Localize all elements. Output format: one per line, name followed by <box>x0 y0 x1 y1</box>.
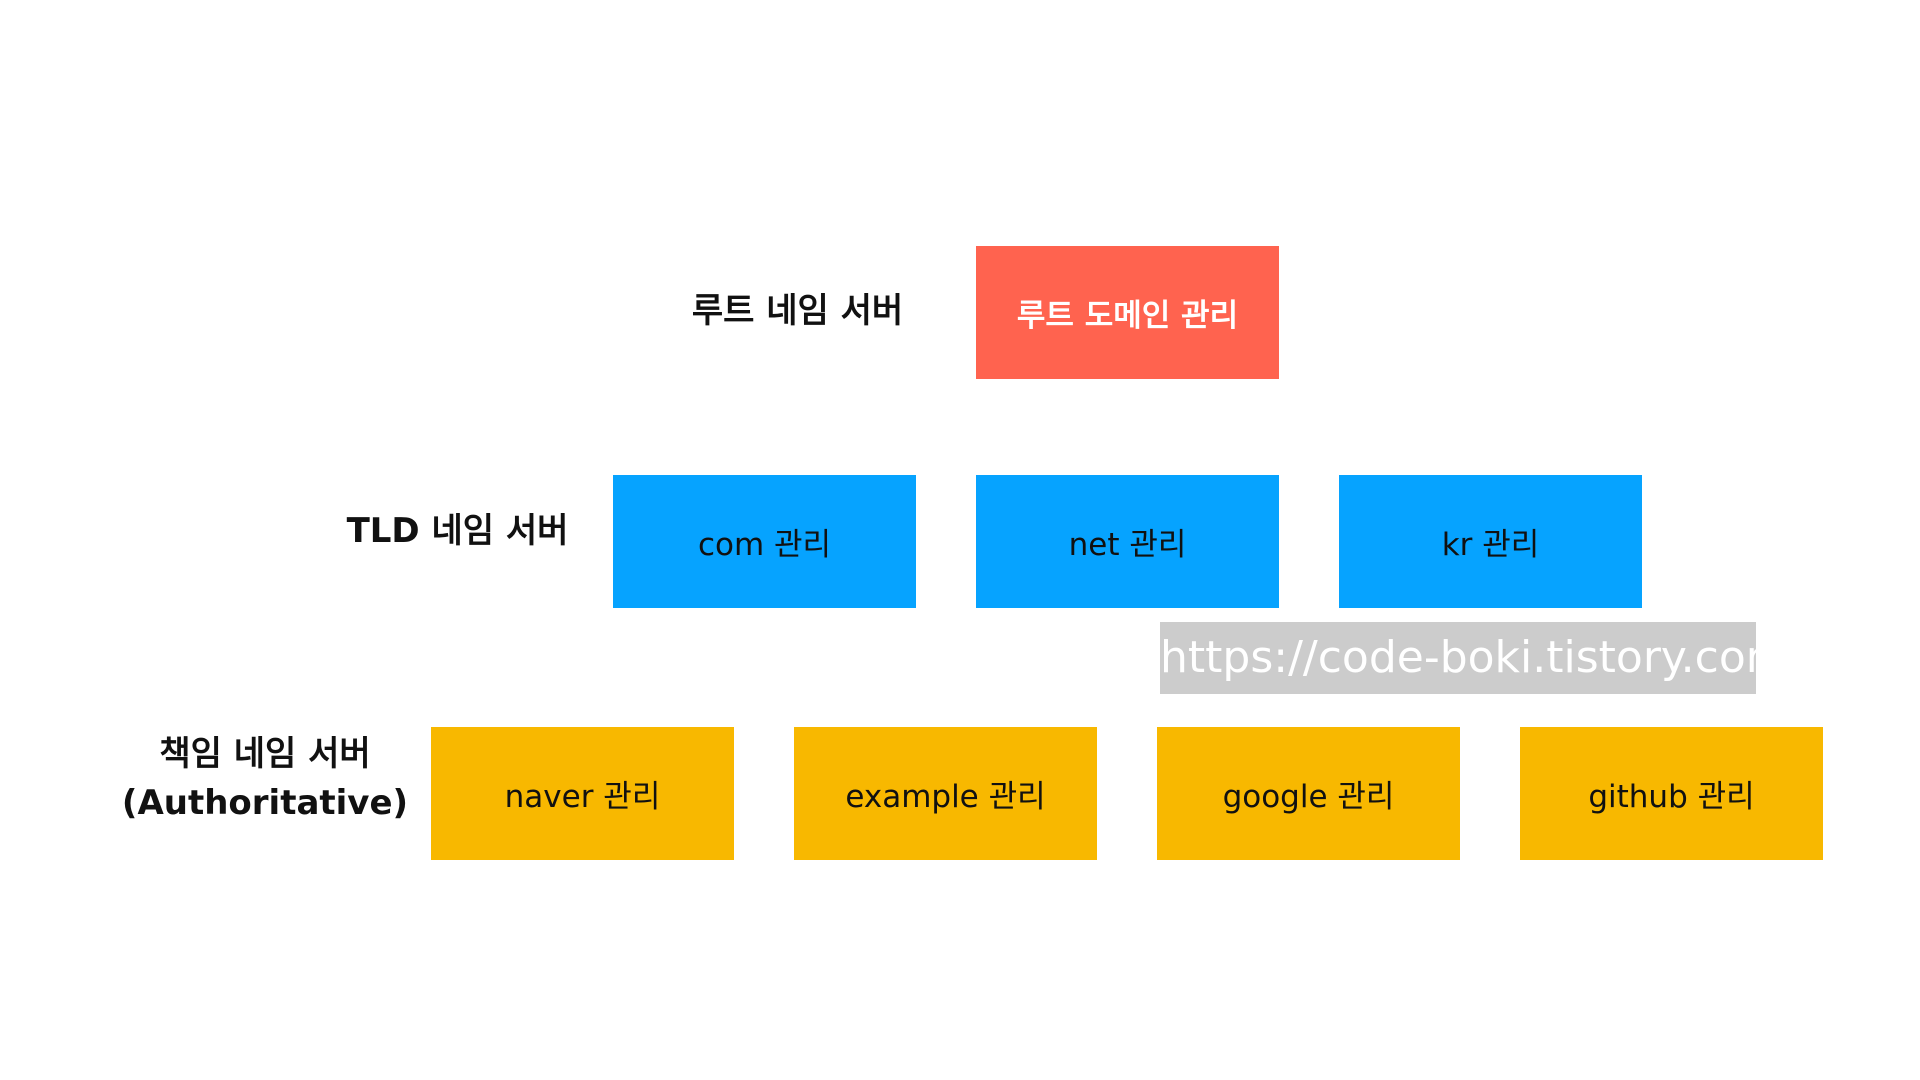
authoritative-label-line2: (Authoritative) <box>121 783 409 824</box>
watermark-url: https://code-boki.tistory.com <box>1160 622 1756 694</box>
tld-level-label: TLD 네임 서버 <box>346 511 569 551</box>
tld-box-com: com 관리 <box>613 475 916 608</box>
auth-box-google: google 관리 <box>1157 727 1460 860</box>
root-level-label: 루트 네임 서버 <box>691 291 904 331</box>
authoritative-label-line1: 책임 네임 서버 <box>159 734 371 774</box>
root-domain-box: 루트 도메인 관리 <box>976 246 1279 379</box>
auth-box-naver: naver 관리 <box>431 727 734 860</box>
tld-box-kr: kr 관리 <box>1339 475 1642 608</box>
authoritative-level-label: 책임 네임 서버 (Authoritative) <box>120 730 410 829</box>
auth-box-github: github 관리 <box>1520 727 1823 860</box>
auth-box-example: example 관리 <box>794 727 1097 860</box>
tld-box-net: net 관리 <box>976 475 1279 608</box>
